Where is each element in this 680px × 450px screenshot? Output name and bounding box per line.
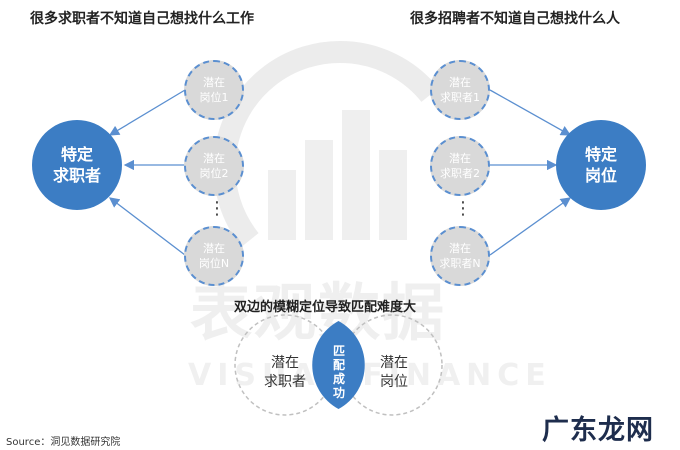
- potential-jobseeker-node-1: 潜在求职者1: [430, 60, 490, 120]
- specific-jobseeker-node: 特定 求职者: [32, 120, 122, 210]
- potential-jobseeker-node-2: 潜在求职者2: [430, 136, 490, 196]
- venn-left-label: 潜在 求职者: [257, 354, 313, 392]
- node-label: 岗位N: [198, 257, 230, 270]
- arrow-left-1: [108, 89, 186, 136]
- potential-position-node-n: 潜在岗位N: [184, 226, 244, 286]
- source-note: Source：洞见数据研究院: [6, 437, 121, 448]
- match-success-label: 匹 配 成 功: [330, 344, 348, 400]
- node-label: 求职者1: [440, 91, 480, 104]
- match-char: 匹: [332, 344, 345, 358]
- node-label: 潜在: [203, 152, 225, 165]
- potential-position-node-2: 潜在岗位2: [184, 136, 244, 196]
- watermark-english: VISUAL FINANCE: [188, 358, 552, 393]
- arrow-right-3: [489, 197, 572, 256]
- node-label: 潜在: [448, 242, 471, 255]
- specific-position-node: 特定 岗位: [556, 120, 646, 210]
- node-label: 潜在: [449, 76, 471, 89]
- venn-title: 双边的模糊定位导致匹配难度大: [234, 300, 417, 315]
- match-char: 配: [332, 358, 345, 372]
- match-char: 成: [332, 372, 345, 386]
- right-ellipsis: ⋮: [454, 198, 472, 219]
- node-label: 潜在: [203, 76, 225, 89]
- arrow-left-3: [108, 197, 186, 256]
- arrow-right-1: [489, 89, 572, 136]
- match-char: 功: [332, 386, 345, 400]
- potential-jobseeker-node-n: 潜在求职者N: [430, 226, 490, 286]
- potential-position-node-1: 潜在岗位1: [184, 60, 244, 120]
- watermark-chinese: 表观数据: [190, 276, 447, 349]
- left-ellipsis: ⋮: [208, 198, 226, 219]
- node-label: 潜在: [449, 152, 471, 165]
- right-heading: 很多招聘者不知道自己想找什么人: [410, 11, 620, 27]
- venn-right-label: 潜在 岗位: [366, 354, 422, 392]
- venn-left-line1: 潜在: [271, 355, 299, 371]
- node-label: 岗位2: [199, 167, 229, 180]
- node-label: 岗位1: [199, 91, 229, 104]
- venn-right-line1: 潜在: [380, 355, 408, 371]
- node-label: 求职者N: [439, 257, 481, 270]
- venn-right-line2: 岗位: [380, 374, 408, 390]
- right-center-line2: 岗位: [584, 166, 617, 185]
- venn-intersection: [312, 321, 365, 409]
- node-label: 求职者2: [440, 167, 480, 180]
- node-label: 潜在: [202, 242, 225, 255]
- right-center-line1: 特定: [584, 145, 617, 164]
- brand-watermark: 广东龙网: [542, 415, 654, 446]
- left-heading: 很多求职者不知道自己想找什么工作: [30, 11, 254, 27]
- left-center-line1: 特定: [60, 145, 93, 164]
- left-center-line2: 求职者: [52, 166, 101, 185]
- venn-left-line2: 求职者: [264, 374, 306, 390]
